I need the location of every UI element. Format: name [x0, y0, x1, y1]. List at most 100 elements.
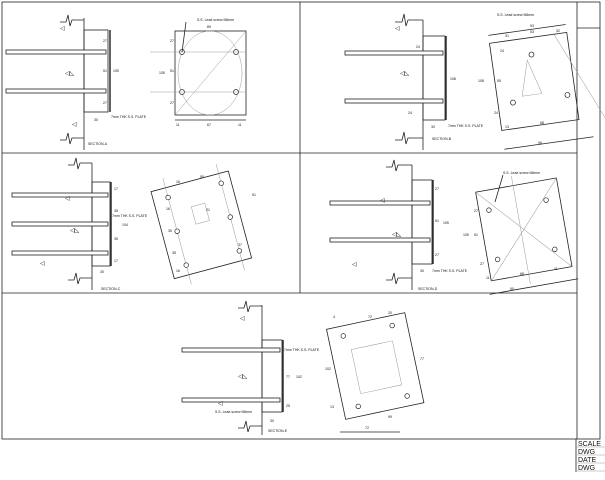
plate-outline [489, 31, 580, 131]
dimension-text: 17 [114, 259, 118, 263]
detail-4: 27 51 27 105 30 7mm THK S.S. PLATE SECTI… [329, 159, 579, 295]
screw-hole [236, 248, 242, 254]
svg-text:◁: ◁ [65, 196, 70, 202]
plate-outline [475, 177, 573, 282]
screw-hole [528, 51, 535, 58]
dimension-text: 27 [435, 253, 439, 257]
dimension-text: 11 [238, 123, 242, 127]
dimension-text: 32 [556, 29, 560, 33]
svg-text:◁: ◁ [240, 316, 245, 322]
section-view: 17 35 35 17 104 30 7mm THK S.S. PLATE SE… [11, 157, 148, 291]
dimension-text: 51 [435, 219, 439, 223]
dimension-text: 11 [554, 267, 558, 271]
svg-text:◁: ◁ [60, 26, 65, 32]
plate-note: 7mm THK S.S. PLATE [448, 124, 484, 128]
date-label: DATE [578, 457, 596, 464]
screw-hole [174, 228, 180, 234]
anchor-rod [11, 221, 109, 227]
stainless-plate [261, 339, 283, 413]
screw-hole [165, 194, 171, 201]
dimension-text: 72 [368, 315, 372, 319]
scale-label: SCALE [578, 441, 601, 448]
plan-view: S.S. Lead screw M6mm 89 27 51 27 105 11 … [150, 18, 247, 127]
dimension-text: 27 [103, 101, 107, 105]
dimension-text: 108 [450, 77, 456, 81]
dimension-text: 35 [114, 209, 118, 213]
plan-view [488, 24, 605, 150]
dimension-text: 105 [443, 221, 449, 225]
dimension-text: 105 [463, 233, 469, 237]
anchor-rod [329, 237, 431, 243]
stainless-plate [83, 29, 109, 113]
dimension-text: 105 [159, 71, 165, 75]
detail-2: 24 24 108 30 7mm THK S.S. PLATE SECTION-… [344, 13, 605, 150]
dimension-text: 27 [170, 39, 174, 43]
dimension-text: 53 [530, 30, 534, 34]
dimension-text: 77 [286, 375, 290, 379]
dimension-text: 89 [207, 25, 211, 29]
screw-hole [227, 214, 233, 220]
screw-hole [552, 246, 558, 252]
dimension-text: 13 [330, 405, 334, 409]
plan-view [475, 175, 579, 295]
anchor-rod [181, 397, 281, 403]
plan-view [150, 163, 253, 285]
screw-hole [564, 92, 571, 98]
section-label: SECTION-B [432, 137, 452, 141]
plate-note: 7mm THK S.S. PLATE [284, 348, 320, 352]
dimension-text: 35 [168, 229, 172, 233]
screw-hole [389, 322, 395, 329]
dimension-text: 27 [480, 262, 484, 266]
svg-text:◁◺: ◁◺ [65, 71, 75, 77]
drawn-by-label: DWG [578, 449, 595, 456]
dimension-text: 96 [538, 141, 542, 145]
svg-text:◁◺: ◁◺ [70, 228, 80, 234]
dimension-text: 30 [420, 269, 424, 273]
anchor-rod [344, 98, 444, 104]
dimension-text: 16 [166, 207, 170, 211]
screw-note: S.S. Lead screw M6mm [197, 18, 234, 22]
plate-outline [150, 170, 253, 280]
section-view: 27 51 27 105 30 7mm THK S.S. PLATE SECTI… [329, 159, 468, 291]
sheet-border [1, 1, 601, 440]
dimension-text: 35 [172, 251, 176, 255]
dimension-text: 68 [520, 272, 524, 276]
drawing-number-label: DWG [578, 465, 595, 472]
section-view: 24 24 108 30 7mm THK S.S. PLATE SECTION-… [344, 13, 484, 150]
anchor-rod [329, 200, 431, 206]
anchor-rod [181, 347, 281, 353]
screw-hole [510, 99, 516, 106]
section-label: SECTION-E [268, 429, 288, 433]
section-label: SECTION-A [88, 142, 108, 146]
plate-note: 7mm THK S.S. PLATE [432, 269, 468, 273]
stainless-plate [422, 35, 446, 121]
anchor-rod [5, 49, 107, 55]
screw-hole [355, 403, 361, 410]
dimension-text: 51 [474, 233, 478, 237]
screw-note: S.S. Lead screw M6mm [215, 410, 252, 414]
screw-hole [340, 333, 346, 339]
dimension-text: 16 [176, 269, 180, 273]
screw-hole [494, 256, 501, 263]
svg-text:◁◺: ◁◺ [238, 374, 248, 380]
screw-hole [218, 180, 224, 186]
plan-view [326, 312, 425, 420]
dimension-text: 21 [206, 208, 210, 212]
dimension-text: 24 [408, 111, 412, 115]
screw-hole [486, 207, 492, 213]
dimension-text: 24 [500, 49, 504, 53]
dimension-text: 20 [388, 311, 392, 315]
dimension-text: 30 [94, 118, 98, 122]
dimension-text: 37 [238, 243, 242, 247]
dimension-text: 55 [497, 79, 501, 83]
dimension-text: 68 [540, 121, 544, 125]
dimension-text: 72 [365, 426, 369, 430]
dimension-text: 102 [325, 367, 331, 371]
svg-text:◁: ◁ [72, 122, 77, 128]
dimension-text: 55 [200, 175, 204, 179]
svg-text:◁: ◁ [380, 198, 385, 204]
section-view: 27 51 27 105 30 7mm THK S.S. PLATE SECTI… [5, 14, 147, 150]
dimension-text: 51 [170, 69, 174, 73]
dimension-text: 11 [486, 276, 490, 280]
screw-hole [404, 393, 410, 399]
